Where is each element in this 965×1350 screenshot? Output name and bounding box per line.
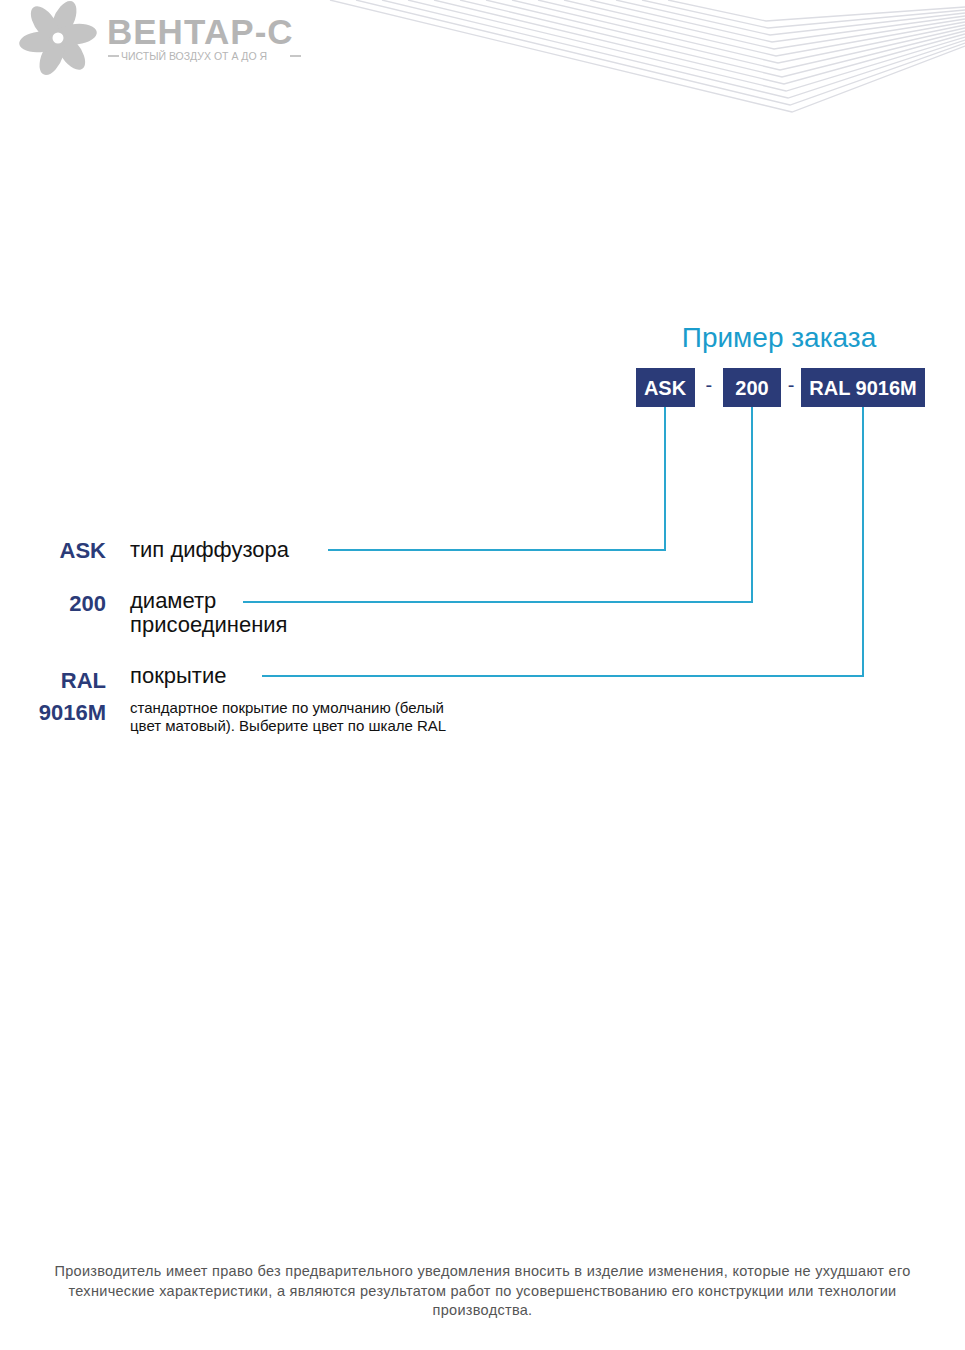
corner-stripe bbox=[330, 0, 965, 112]
leader-line bbox=[262, 407, 863, 676]
code-text: ASK bbox=[644, 378, 686, 398]
corner-stripe bbox=[668, 0, 965, 21]
fan-blade bbox=[26, 0, 64, 48]
logo-slogan: ЧИСТЫЙ ВОЗДУХ ОТ А ДО Я bbox=[121, 50, 267, 62]
code-description: тип диффузора bbox=[130, 537, 289, 563]
logo-dash bbox=[290, 55, 301, 57]
corner-stripe bbox=[356, 0, 965, 105]
disclaimer: Производитель имеет право без предварите… bbox=[22, 1262, 943, 1321]
corner-stripe bbox=[434, 0, 965, 84]
code-key: RAL 9016M bbox=[16, 665, 106, 729]
code-box: RAL 9016M bbox=[801, 368, 925, 407]
code-description: диаметр присоединения bbox=[130, 589, 330, 637]
note-text: стандартное покрытие по умолчанию (белый… bbox=[130, 699, 470, 734]
logo-fan-icon bbox=[14, 0, 101, 76]
code-separator: - bbox=[788, 374, 795, 397]
corner-stripe bbox=[460, 0, 965, 77]
code-box: 200 bbox=[723, 368, 781, 407]
corner-stripe bbox=[564, 0, 965, 49]
code-text: RAL 9016M bbox=[809, 378, 916, 398]
corner-stripe bbox=[512, 0, 965, 63]
corner-stripe bbox=[642, 0, 965, 28]
corner-stripe bbox=[408, 0, 965, 91]
fan-hub bbox=[51, 31, 65, 45]
logo-dash bbox=[108, 55, 119, 57]
code-box: ASK bbox=[636, 368, 695, 407]
code-separator: - bbox=[705, 374, 712, 397]
corner-stripe bbox=[486, 0, 965, 70]
code-description: покрытие bbox=[130, 663, 226, 689]
corner-stripe bbox=[616, 0, 965, 35]
logo-name: ВЕНТАР-С bbox=[107, 12, 294, 52]
corner-stripe bbox=[590, 0, 965, 42]
code-text: 200 bbox=[735, 378, 768, 398]
leader-line bbox=[243, 407, 752, 602]
code-key: 200 bbox=[69, 591, 106, 617]
corner-stripe bbox=[382, 0, 965, 98]
leader-line bbox=[328, 407, 665, 550]
corner-stripe bbox=[538, 0, 965, 56]
corner-stripes bbox=[330, 0, 965, 112]
code-key: ASK bbox=[60, 538, 106, 564]
order-title: Пример заказа bbox=[600, 322, 958, 354]
